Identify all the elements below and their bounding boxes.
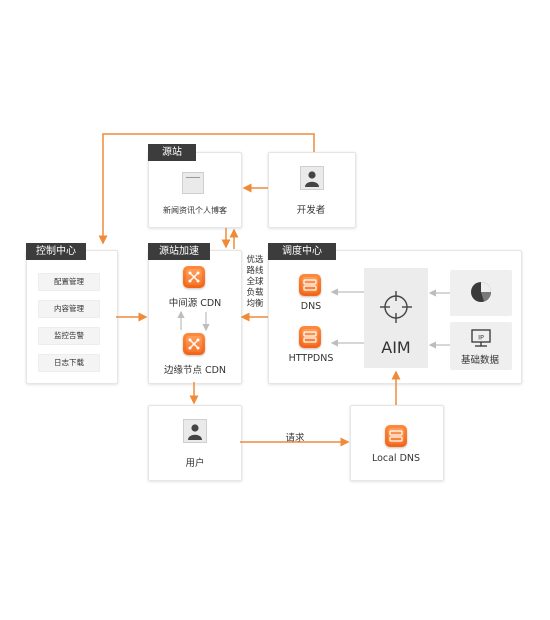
user-panel — [148, 405, 242, 481]
control-item-monitor[interactable]: 监控告警 — [38, 327, 100, 345]
control-item-logs[interactable]: 日志下载 — [38, 354, 100, 372]
basic-data-label: 基础数据 — [460, 355, 499, 366]
httpdns-label: HTTPDNS — [288, 353, 334, 364]
request-label: 请求 — [285, 433, 305, 444]
origin-item-label: 新闻资讯个人博客 — [163, 206, 227, 215]
route-note: 优选 路线 全球 负载 均衡 — [244, 255, 266, 310]
control-title: 控制中心 — [26, 243, 86, 260]
local-dns-server-icon — [385, 425, 407, 447]
route-note-line: 均衡 — [246, 299, 264, 309]
control-item-content[interactable]: 内容管理 — [38, 300, 100, 318]
route-note-line: 路线 — [246, 266, 264, 276]
person-icon — [183, 419, 207, 443]
local-dns-label: Local DNS — [371, 453, 421, 464]
browser-window-icon — [182, 172, 204, 194]
origin-title: 源站 — [148, 144, 196, 161]
origin-cdn-cdn-hub-icon — [183, 266, 205, 288]
route-note-line: 负载 — [246, 288, 264, 298]
origin-cdn-label: 中间源 CDN — [168, 298, 222, 309]
person-icon — [300, 166, 324, 190]
route-note-line: 优选 — [246, 255, 264, 265]
user-label: 用户 — [185, 458, 205, 469]
dns-label: DNS — [300, 301, 322, 312]
aim-label: AIM — [381, 338, 411, 357]
edge-cdn-label: 边缘节点 CDN — [163, 365, 227, 376]
dispatch-title: 调度中心 — [268, 243, 336, 260]
httpdns-dns-server-icon — [299, 326, 321, 348]
developer-label: 开发者 — [296, 205, 326, 216]
dns-server-icon — [299, 274, 321, 296]
control-item-config[interactable]: 配置管理 — [38, 273, 100, 291]
edge-cdn-cdn-hub-icon — [183, 333, 205, 355]
pie-panel — [450, 270, 512, 316]
accel-title: 源站加速 — [148, 243, 210, 260]
route-note-line: 全球 — [246, 277, 264, 287]
